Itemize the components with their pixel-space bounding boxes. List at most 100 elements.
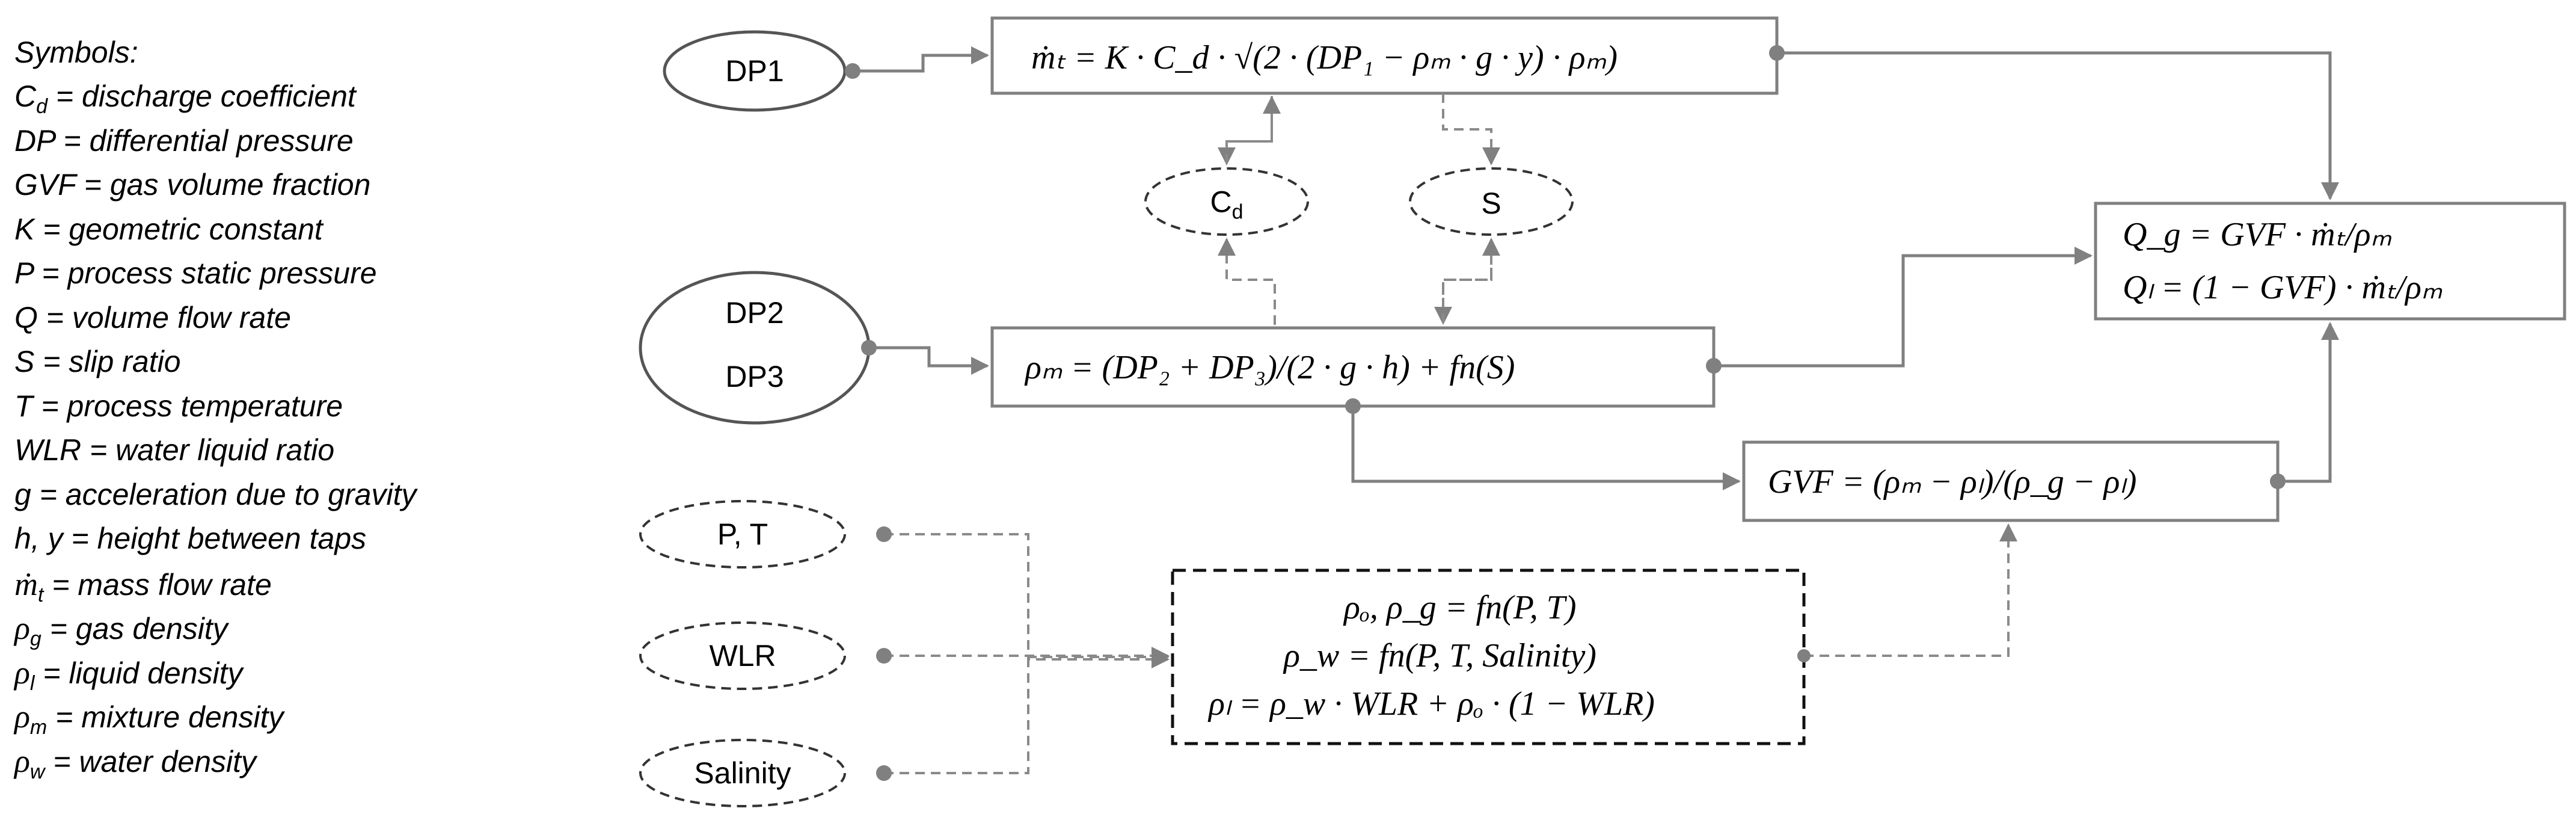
dp2-label: DP2: [725, 296, 784, 330]
mass-flow-equation: ṁₜ = K · C_d · √(2 · (DP₁ − ρₘ · g · y) …: [1031, 39, 1618, 76]
legend-symbol: ρ: [14, 610, 30, 646]
legend-item: S = slip ratio: [14, 347, 181, 377]
legend-symbol: K: [14, 212, 35, 246]
legend-symbol: C: [14, 79, 37, 113]
dp1-label: DP1: [725, 54, 784, 88]
legend-description: = geometric constant: [34, 212, 323, 246]
density-to-s-line: [1442, 238, 1500, 323]
legend-symbol: DP: [14, 123, 55, 158]
density-equation-1: ρₒ, ρ_g = fn(P, T): [1344, 589, 1577, 626]
density-to-flowrate-line: [1714, 247, 2093, 368]
legend-title: Symbols:: [14, 35, 138, 69]
pt-ellipse: [639, 500, 846, 569]
wlr-label: WLR: [709, 639, 776, 673]
legend-item: ṁt = mass flow rate: [14, 568, 272, 605]
density-calc-box: [1171, 569, 1806, 745]
density-right-dot: [1706, 358, 1722, 374]
flow-rate-box: [2094, 202, 2566, 321]
legend-description: = gas density: [41, 612, 228, 646]
legend-item: ρl = liquid density: [14, 656, 243, 694]
density-equation-2: ρ_w = fn(P, T, Salinity): [1284, 637, 1596, 674]
legend-description: = discharge coefficient: [48, 79, 356, 113]
legend-description: = volume flow rate: [37, 300, 291, 334]
dp1-to-massflow-line: [853, 46, 989, 73]
legend-symbol: h, y: [14, 522, 63, 555]
legend-description: = process temperature: [32, 389, 343, 423]
massflow-to-s-line: [1442, 93, 1500, 165]
density-calc-dot: [1797, 649, 1811, 662]
s-ellipse: [1409, 167, 1574, 236]
dp2-to-density-line: [869, 346, 989, 375]
pt-label: P, T: [717, 517, 768, 551]
dp1-dot: [845, 63, 860, 79]
legend-description: = liquid density: [34, 656, 243, 690]
salinity-dot: [876, 765, 892, 781]
gvf-equation: GVF = (ρₘ − ρₗ)/(ρ_g − ρₗ): [1768, 463, 2137, 501]
legend-symbol: GVF: [14, 168, 76, 202]
flow-rate-equation-2: Qₗ = (1 − GVF) · ṁₜ/ρₘ: [2123, 269, 2443, 306]
s-to-density-line: [1434, 239, 1492, 325]
legend-symbol: ρ: [14, 742, 30, 779]
legend-description: = height between taps: [63, 522, 367, 555]
legend-item: WLR = water liquid ratio: [14, 435, 334, 465]
legend-item: K = geometric constant: [14, 214, 323, 244]
s-label: S: [1481, 187, 1501, 220]
pt-dot: [876, 526, 892, 542]
cd-label: Cd: [1210, 185, 1244, 224]
legend-symbol: Q: [14, 300, 38, 334]
density-to-cd-line: [1218, 238, 1276, 325]
density-equation-3: ρₗ = ρ_w · WLR + ρₒ · (1 − WLR): [1209, 685, 1655, 723]
legend-item: DP = differential pressure: [14, 126, 354, 156]
salinity-ellipse: [639, 739, 846, 807]
gvf-box: [1742, 440, 2280, 522]
legend-symbol: g: [14, 477, 31, 511]
legend-item: ρg = gas density: [14, 612, 228, 649]
cd-to-massflow-line: [1225, 96, 1281, 164]
legend-description: = differential pressure: [55, 123, 354, 158]
legend-symbol: ρ: [14, 654, 30, 691]
gvf-dot: [2270, 473, 2286, 489]
legend-item: g = acceleration due to gravity: [14, 479, 416, 510]
mass-flow-box: [990, 16, 1779, 95]
massflow-dot: [1769, 45, 1785, 61]
legend-subscript: g: [29, 627, 41, 650]
legend-item: ρw = water density: [14, 745, 256, 782]
legend-description: = water density: [44, 744, 257, 778]
legend-symbol: ṁ: [14, 566, 38, 602]
legend-item: ρm = mixture density: [14, 700, 283, 738]
legend-symbol: WLR: [14, 433, 82, 467]
wlr-ellipse: [639, 621, 846, 690]
legend-item: P = process static pressure: [14, 258, 377, 288]
pt-to-density-calc-line: [884, 533, 1170, 666]
mixture-density-box: [990, 326, 1716, 408]
legend-description: = process static pressure: [33, 256, 377, 290]
legend-subscript: m: [29, 716, 48, 739]
salinity-to-density-calc-line: [884, 650, 1170, 774]
legend-description: = gas volume fraction: [75, 168, 371, 202]
legend-subscript: w: [29, 760, 45, 783]
legend-description: = water liquid ratio: [81, 433, 335, 467]
legend-subscript: t: [38, 583, 44, 606]
legend-description: = mass flow rate: [43, 567, 272, 602]
legend-subscript: d: [36, 95, 48, 118]
gvf-to-flowrate-line: [2278, 322, 2339, 483]
mixture-density-equation: ρₘ = (DP₂ + DP₃)/(2 · g · h) + fn(S): [1025, 349, 1515, 386]
dp2-dot: [861, 340, 877, 356]
legend-symbol: P: [14, 256, 34, 290]
legend-symbol: S: [14, 345, 35, 378]
flow-rate-equation-1: Q_g = GVF · ṁₜ/ρₘ: [2123, 216, 2392, 253]
salinity-label: Salinity: [694, 756, 791, 790]
legend-item: h, y = height between taps: [14, 523, 366, 553]
density-bottom-dot: [1345, 398, 1361, 414]
legend-subscript: l: [29, 671, 35, 695]
legend-symbol: ρ: [14, 698, 30, 735]
massflow-to-flowrate-line: [1777, 51, 2339, 200]
massflow-to-cd-line: [1218, 96, 1273, 165]
dp3-label: DP3: [725, 360, 784, 393]
legend-description: = acceleration due to gravity: [31, 477, 417, 511]
legend-item: GVF = gas volume fraction: [14, 170, 370, 200]
legend-symbol: T: [14, 389, 33, 423]
cd-ellipse: [1144, 167, 1309, 236]
legend-item: Q = volume flow rate: [14, 303, 291, 333]
